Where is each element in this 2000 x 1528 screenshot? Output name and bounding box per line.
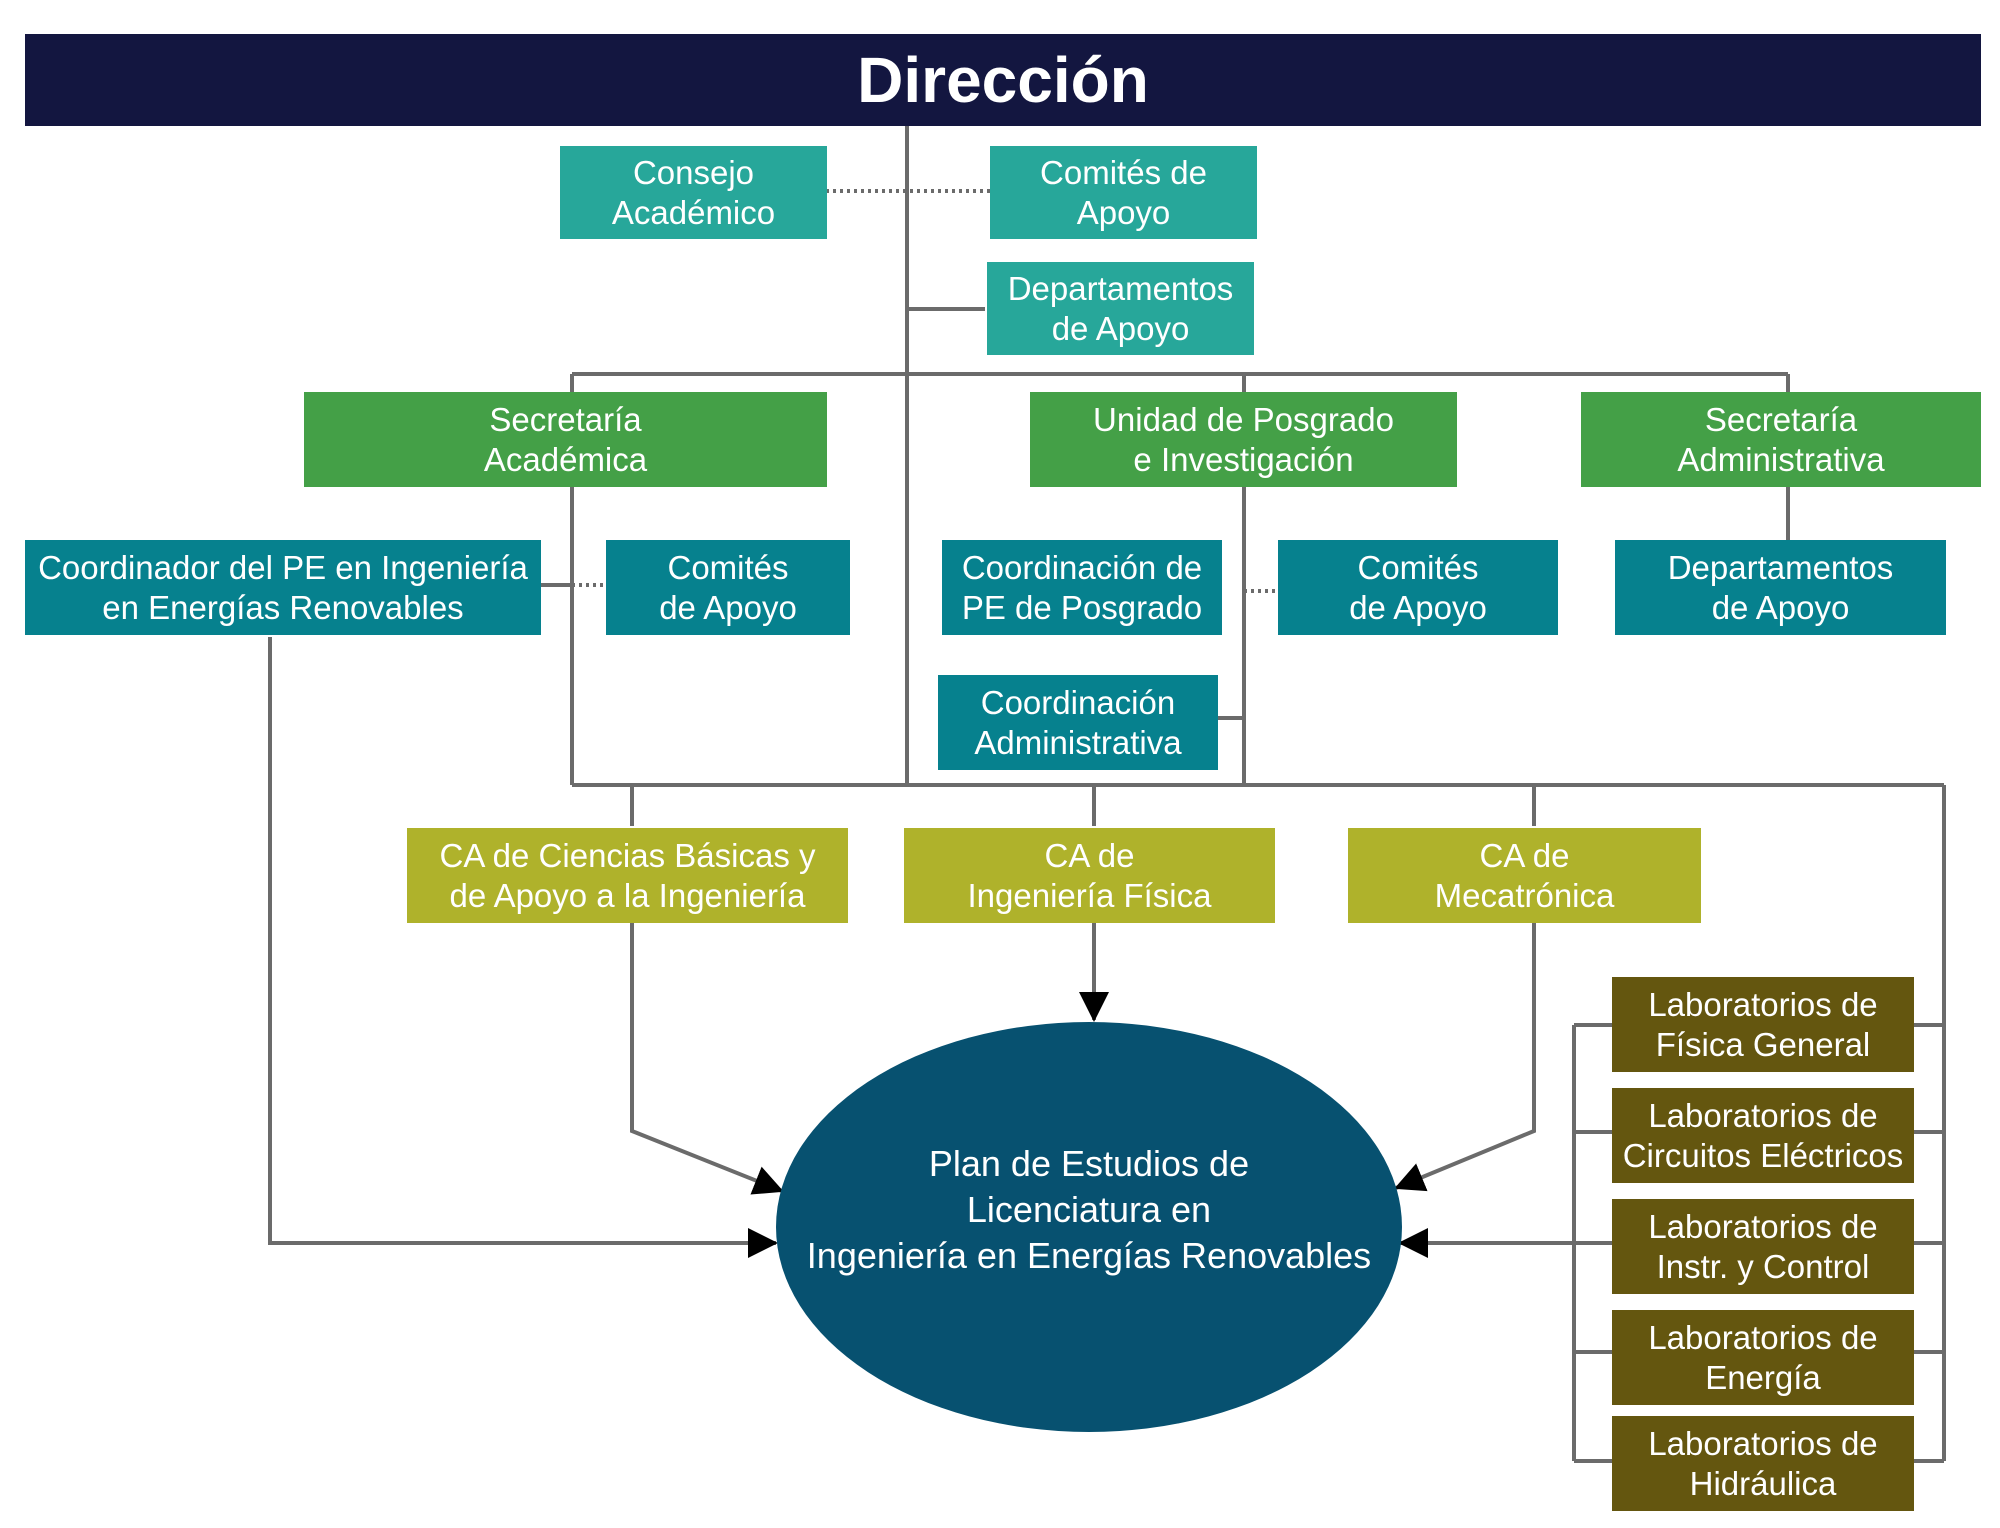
ca-mecatronica-arrow [1394, 922, 1536, 1192]
comites-apoyo-right-box: Comités de Apoyo [1278, 540, 1558, 635]
comites-apoyo-left-box: Comités de Apoyo [606, 540, 850, 635]
unidad-posgrado-box: Unidad de Posgrado e Investigación [1030, 392, 1457, 487]
consejo-academico-box: Consejo Académico [560, 146, 827, 239]
lab-energia-box: Laboratorios de Energía [1612, 1310, 1914, 1405]
secretaria-administrativa-box: Secretaría Administrativa [1581, 392, 1981, 487]
lab-hidraulica-box: Laboratorios de Hidráulica [1612, 1416, 1914, 1511]
plan-estudios-ellipse: Plan de Estudios de Licenciatura en Inge… [776, 1022, 1402, 1432]
coordinacion-posgrado-box: Coordinación de PE de Posgrado [942, 540, 1222, 635]
lab-fisica-general-box: Laboratorios de Física General [1612, 977, 1914, 1072]
lab-circuitos-electricos-box: Laboratorios de Circuitos Eléctricos [1612, 1088, 1914, 1183]
ca-ingenieria-fisica-box: CA de Ingeniería Física [904, 828, 1275, 923]
departamentos-apoyo-right-box: Departamentos de Apoyo [1615, 540, 1946, 635]
coordinador-pe-box: Coordinador del PE en Ingeniería en Ener… [25, 540, 541, 635]
lab-instr-control-box: Laboratorios de Instr. y Control [1612, 1199, 1914, 1294]
ca-ciencias-basicas-box: CA de Ciencias Básicas y de Apoyo a la I… [407, 828, 848, 923]
comites-apoyo-top-box: Comités de Apoyo [990, 146, 1257, 239]
departamentos-apoyo-top-box: Departamentos de Apoyo [987, 262, 1254, 355]
coordinacion-administrativa-box: Coordinación Administrativa [938, 675, 1218, 770]
secretaria-academica-box: Secretaría Académica [304, 392, 827, 487]
ca-mecatronica-box: CA de Mecatrónica [1348, 828, 1701, 923]
coordinador-arrow [268, 637, 778, 1258]
ca-ciencias-arrow [630, 922, 784, 1195]
direccion-title: Dirección [25, 34, 1981, 126]
